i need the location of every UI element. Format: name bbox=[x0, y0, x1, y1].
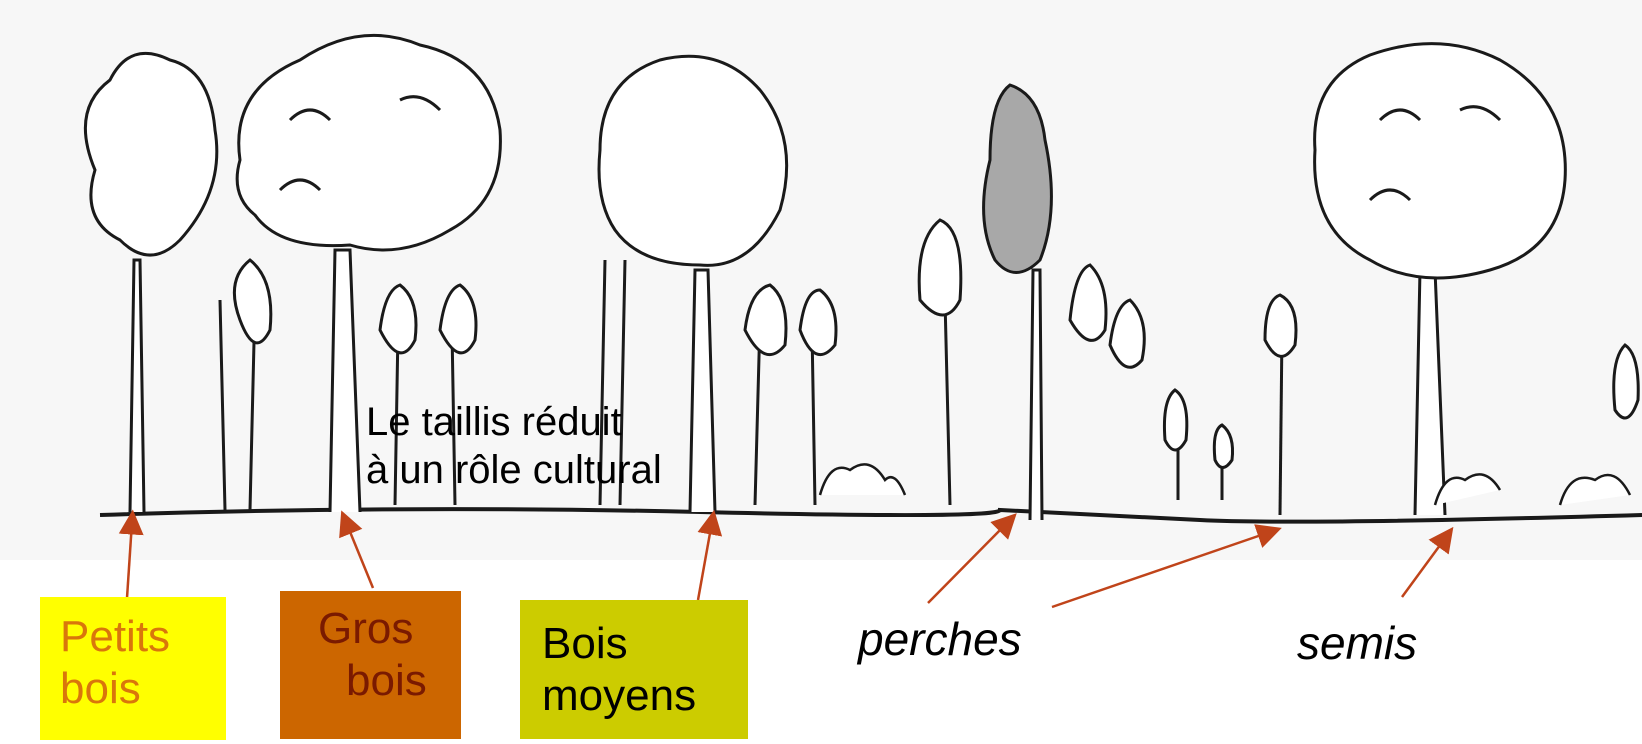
label-bois-moyens-line1: Bois bbox=[542, 618, 748, 670]
annotation-line-2: à un rôle cultural bbox=[366, 446, 662, 494]
label-perches: perches bbox=[858, 612, 1022, 666]
annotation-line-1: Le taillis réduit bbox=[366, 398, 662, 446]
annotation-text: Le taillis réduit à un rôle cultural bbox=[366, 398, 662, 494]
label-bois-moyens: Bois moyens bbox=[520, 600, 748, 739]
label-petits-bois: Petits bois bbox=[40, 597, 226, 740]
label-gros-bois-line1: Gros bbox=[318, 603, 461, 655]
label-bois-moyens-line2: moyens bbox=[542, 670, 748, 722]
label-petits-bois-line1: Petits bbox=[60, 611, 226, 663]
label-gros-bois: Gros bois bbox=[280, 591, 461, 739]
label-semis: semis bbox=[1297, 616, 1417, 670]
label-petits-bois-line2: bois bbox=[60, 663, 226, 715]
label-gros-bois-line2: bois bbox=[318, 655, 461, 707]
